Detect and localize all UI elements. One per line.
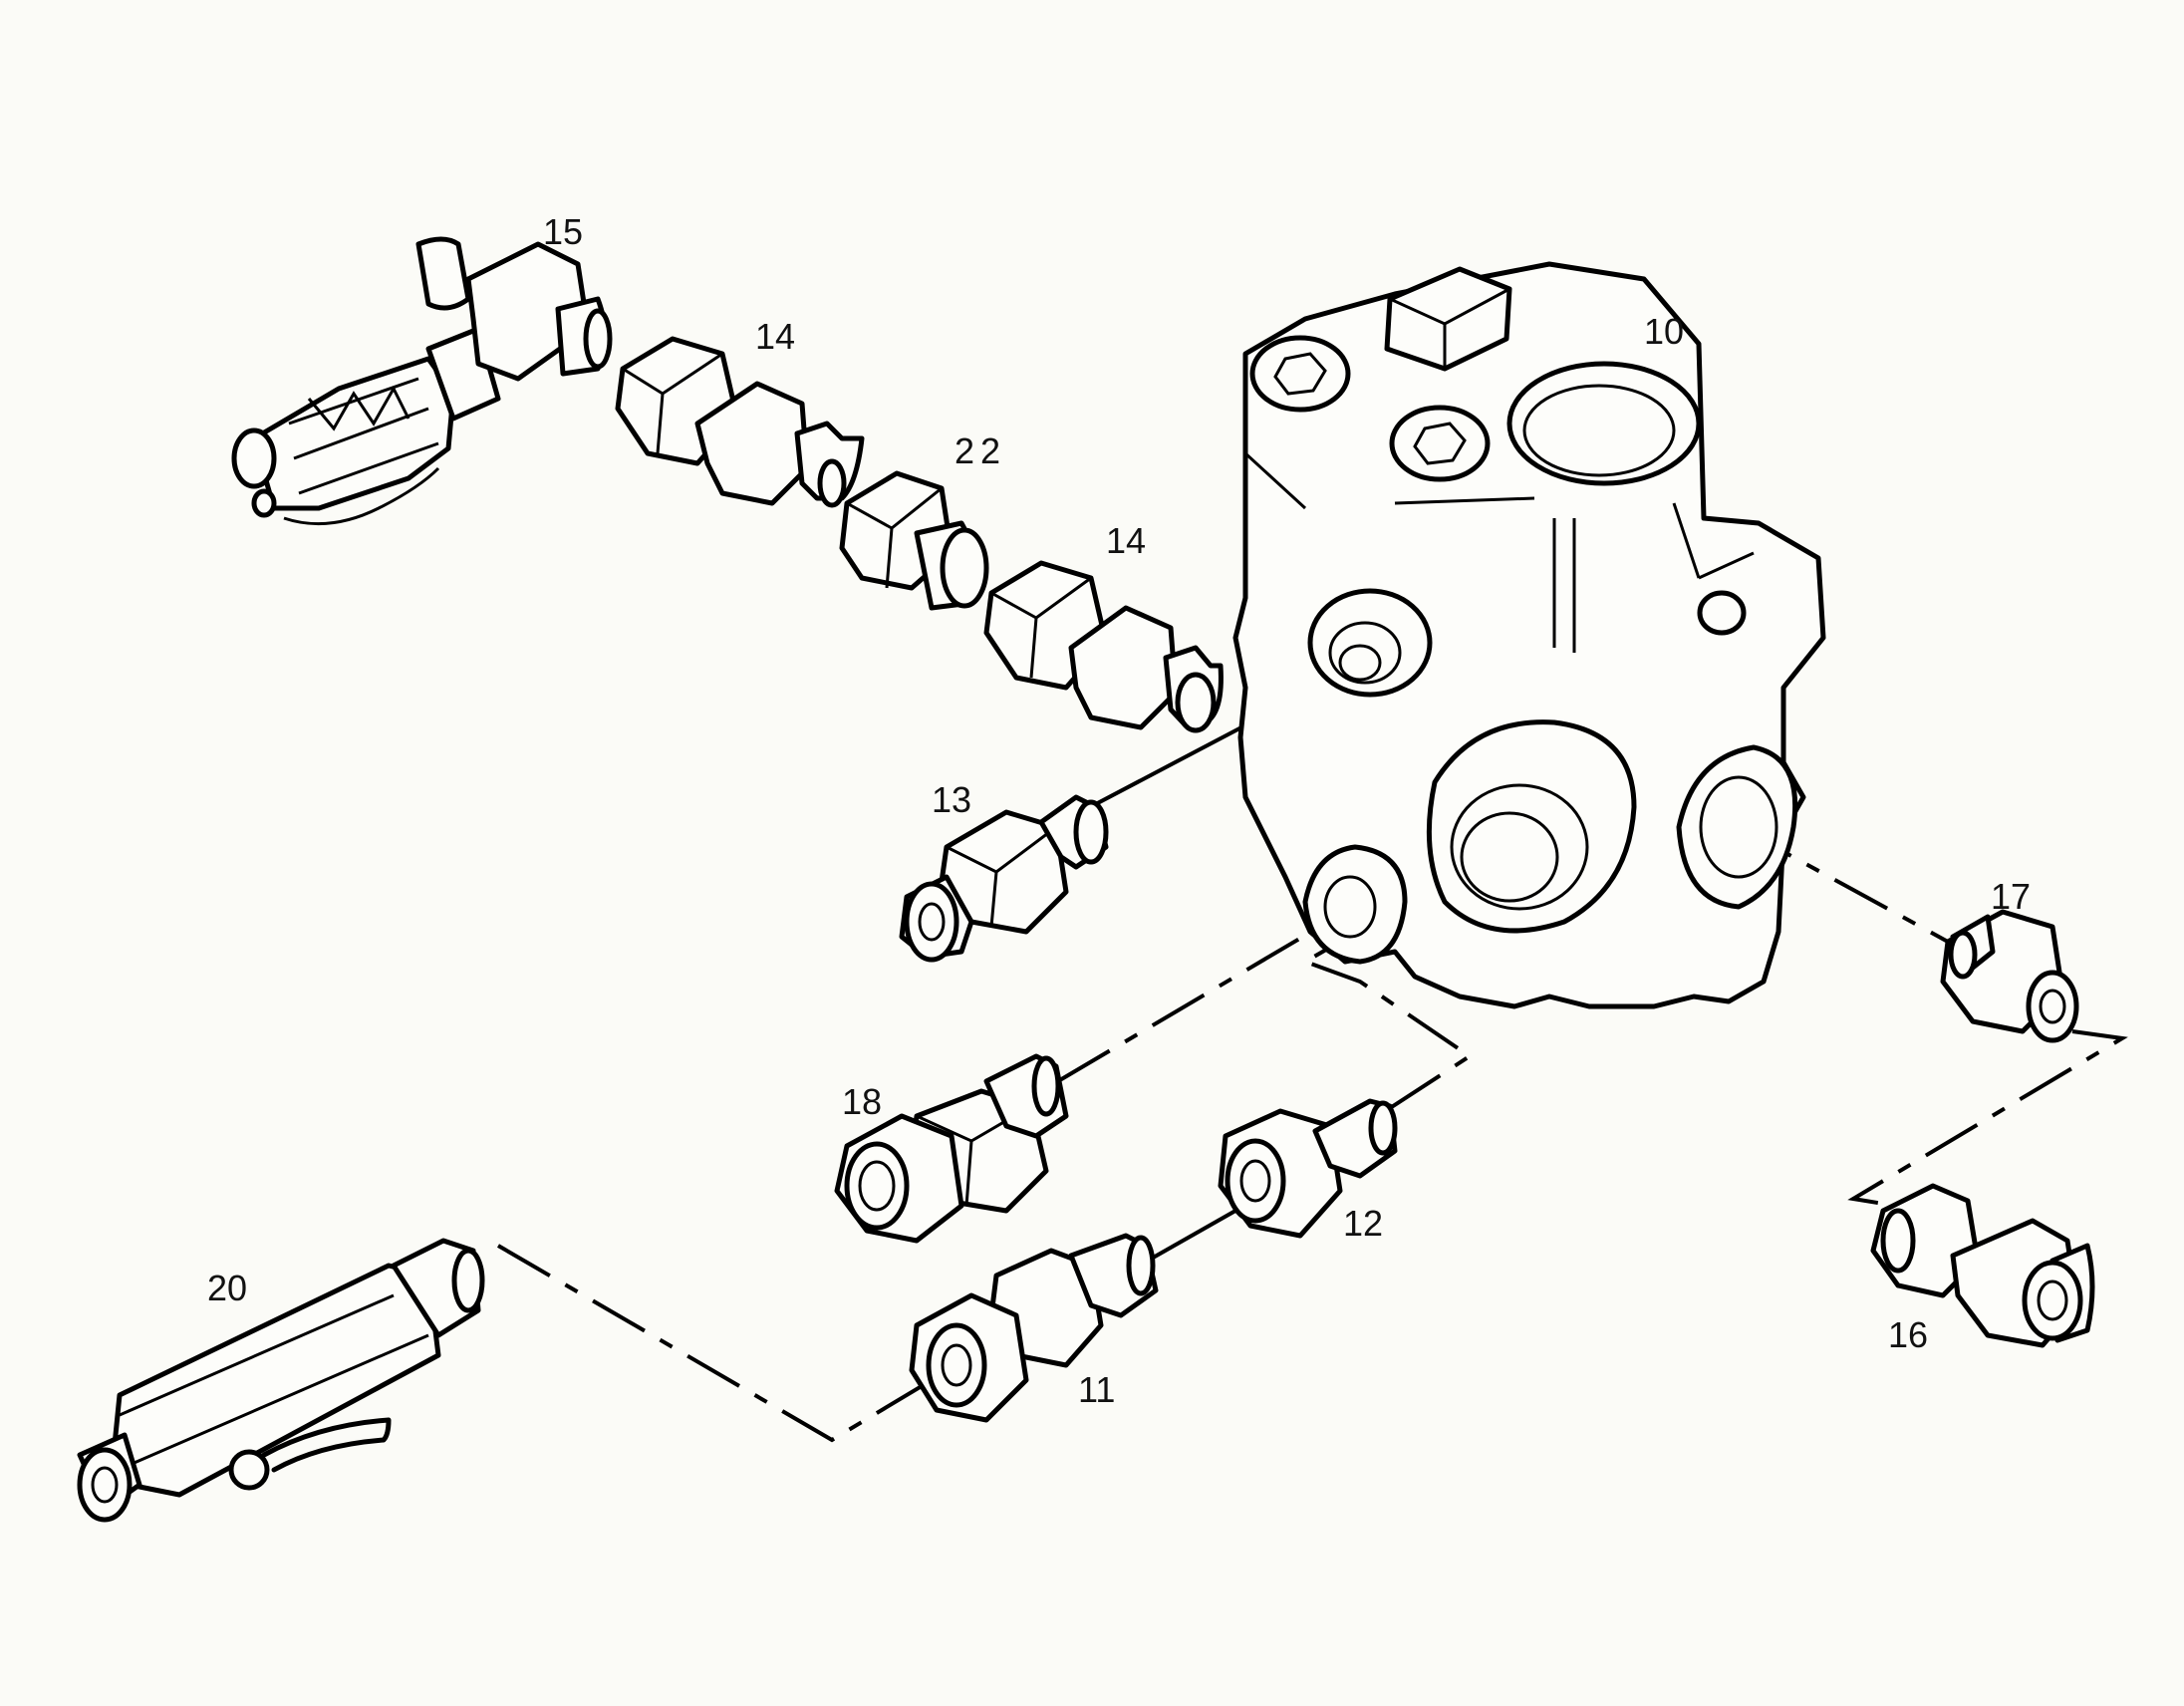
label-part-22: 22 (955, 430, 1006, 471)
label-part-15: 15 (543, 211, 583, 252)
leader-20 (496, 1244, 934, 1443)
label-part-10: 10 (1644, 311, 1684, 352)
label-part-14a: 14 (755, 316, 795, 357)
blow-gun-part-20 (77, 1238, 485, 1523)
nipple-part-22 (839, 470, 989, 611)
part-labels: 10 11 12 13 14 14 15 16 17 18 20 22 (207, 211, 2031, 1410)
leader-18 (1056, 910, 1347, 1083)
leader-11-12 (1147, 1209, 1236, 1263)
label-part-12: 12 (1343, 1203, 1383, 1244)
adapter-part-11 (909, 1233, 1159, 1423)
adapter-part-13 (899, 794, 1109, 963)
adapter-part-16 (1870, 1183, 2095, 1348)
adapter-part-14a (615, 336, 865, 508)
label-part-11: 11 (1078, 1369, 1115, 1410)
label-part-14b: 14 (1106, 520, 1146, 561)
adapter-part-14b (983, 560, 1224, 733)
valve-body-part-10 (1232, 261, 1826, 1009)
label-part-18: 18 (842, 1081, 882, 1122)
adapter-part-18 (834, 1053, 1069, 1244)
adapter-part-12 (1218, 1098, 1398, 1239)
label-part-16: 16 (1888, 1314, 1928, 1355)
plug-part-17 (1940, 909, 2079, 1043)
leader-16 (1847, 1029, 2128, 1210)
coupler-part-15 (231, 236, 613, 526)
label-part-17: 17 (1991, 876, 2031, 917)
label-part-13: 13 (932, 779, 971, 820)
label-part-20: 20 (207, 1268, 247, 1308)
